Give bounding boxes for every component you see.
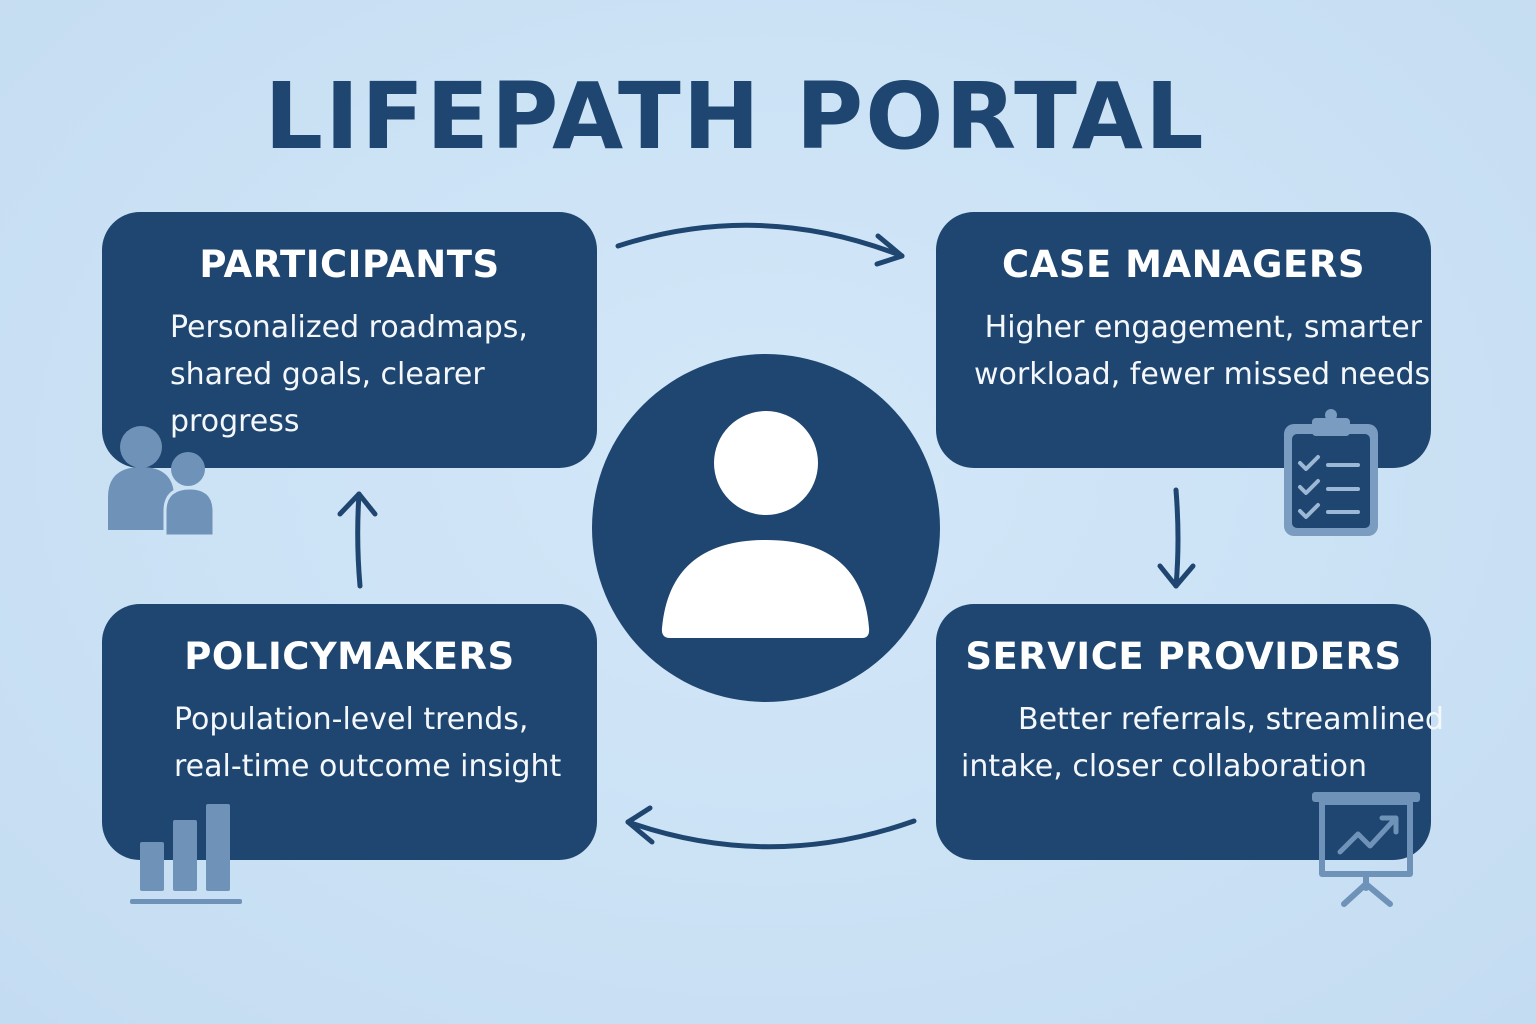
policymakers-title: POLICYMAKERS bbox=[184, 635, 515, 678]
people-group-icon bbox=[108, 426, 216, 538]
participants-description: Personalized roadmaps, shared goals, cle… bbox=[170, 304, 528, 445]
policymakers-description: Population-level trends, real-time outco… bbox=[174, 696, 561, 790]
service-providers-line: intake, closer collaboration bbox=[961, 749, 1367, 784]
arrowhead-bottom bbox=[625, 805, 655, 845]
participants-title: PARTICIPANTS bbox=[199, 243, 500, 286]
arrowhead-left bbox=[337, 491, 378, 517]
participants-line: progress bbox=[170, 404, 300, 439]
arrow-case-managers-to-service-providers bbox=[1173, 487, 1181, 589]
page-title: LIFEPATH PORTAL bbox=[264, 63, 1206, 170]
policymakers-line: Population-level trends, bbox=[174, 702, 529, 737]
service-providers-description: Better referrals, streamlined intake, cl… bbox=[961, 696, 1444, 790]
arrow-policymakers-to-participants bbox=[355, 491, 363, 589]
participants-line: shared goals, clearer bbox=[170, 357, 485, 392]
participants-card: PARTICIPANTS Personalized roadmaps, shar… bbox=[102, 212, 597, 468]
arrowhead-top bbox=[874, 233, 905, 267]
case-managers-title: CASE MANAGERS bbox=[1002, 243, 1365, 286]
service-providers-title: SERVICE PROVIDERS bbox=[965, 635, 1402, 678]
presentation-board-icon bbox=[1312, 792, 1420, 907]
arrow-participants-to-case-managers bbox=[615, 222, 905, 259]
clipboard-checklist-icon bbox=[1284, 409, 1378, 536]
arrow-service-providers-to-policymakers bbox=[625, 818, 917, 850]
policymakers-card: POLICYMAKERS Population-level trends, re… bbox=[102, 604, 597, 860]
case-managers-line: Higher engagement, smarter bbox=[984, 310, 1422, 345]
bar-chart-icon bbox=[130, 804, 242, 904]
arrowhead-right bbox=[1157, 563, 1196, 589]
case-managers-description: Higher engagement, smarter workload, few… bbox=[974, 304, 1431, 398]
participants-line: Personalized roadmaps, bbox=[170, 310, 528, 345]
person-icon bbox=[661, 411, 870, 638]
service-providers-card: SERVICE PROVIDERS Better referrals, stre… bbox=[936, 604, 1444, 860]
policymakers-line: real-time outcome insight bbox=[174, 749, 562, 784]
case-managers-line: workload, fewer missed needs bbox=[974, 357, 1431, 392]
service-providers-line: Better referrals, streamlined bbox=[1018, 702, 1444, 737]
